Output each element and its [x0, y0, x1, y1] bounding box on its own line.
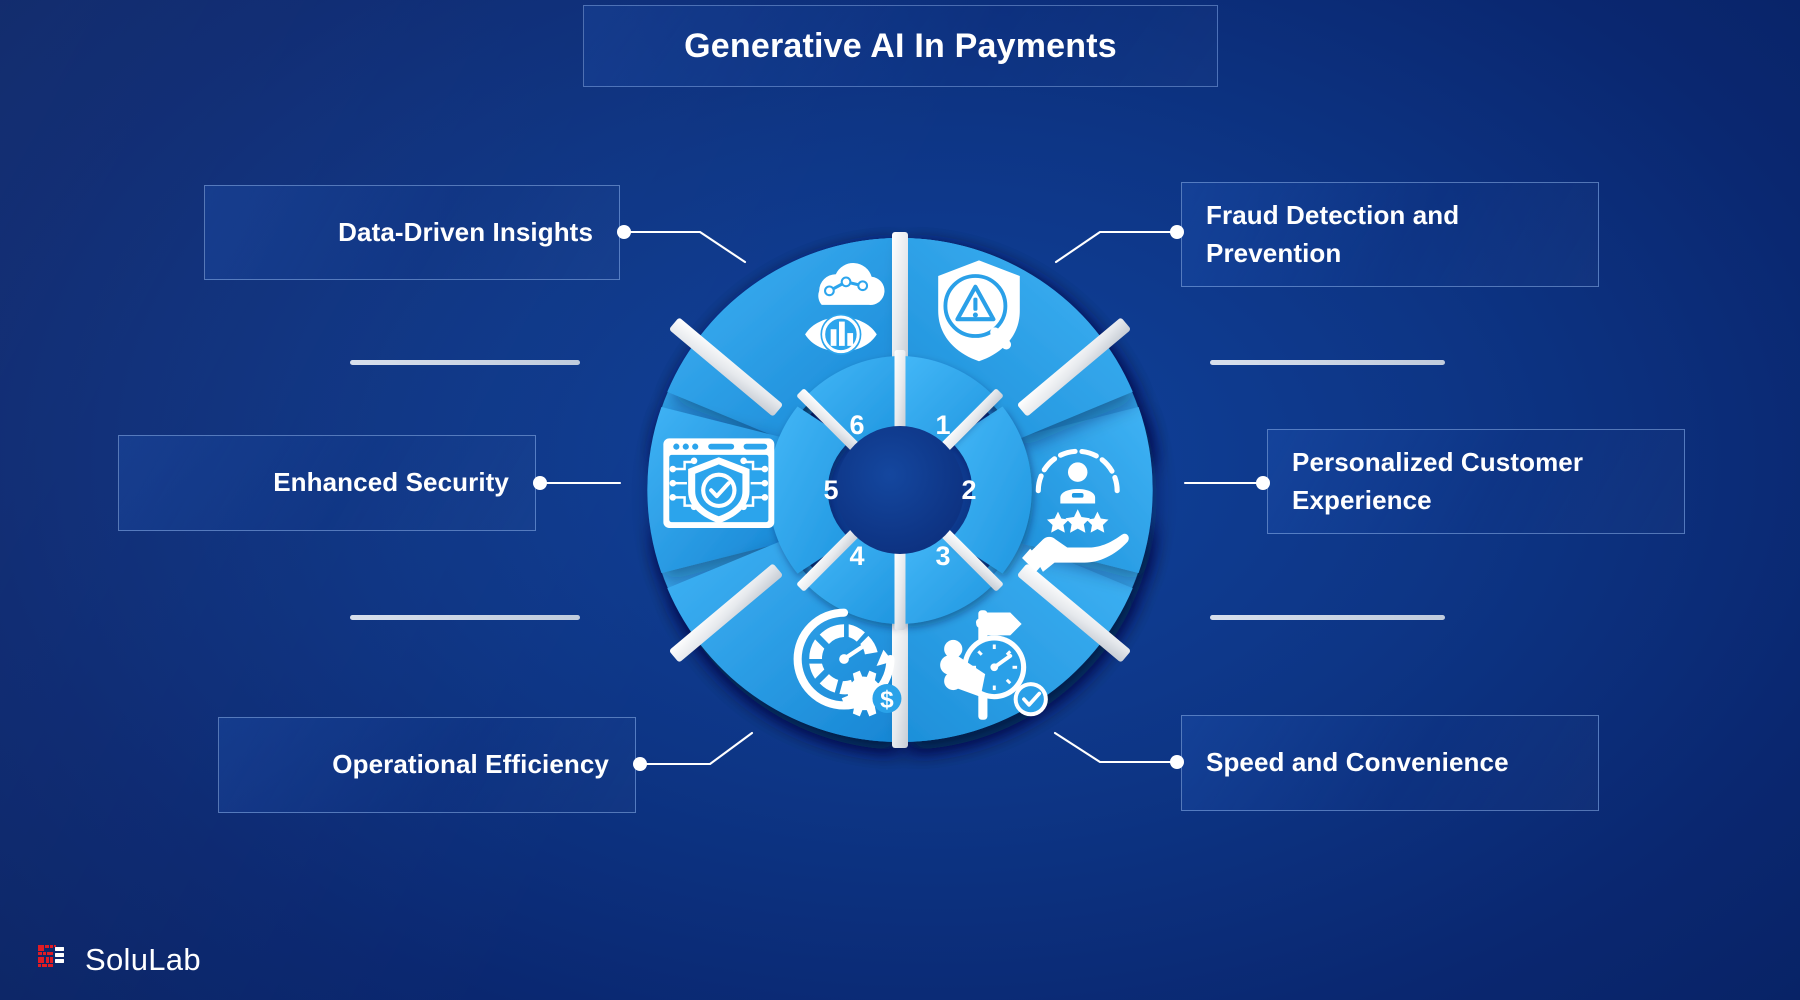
divider-right-upper	[1210, 360, 1445, 365]
ring-number-6: 6	[849, 410, 864, 440]
solulab-logo-mark	[38, 945, 64, 967]
divider-left-lower	[350, 615, 580, 620]
wheel-core	[836, 426, 964, 554]
label-box-personalized-customer[interactable]: Personalized Customer Experience	[1267, 429, 1685, 534]
inner-gap-upper-left	[797, 389, 861, 453]
ring-number-1: 1	[935, 410, 950, 440]
label-box-data-driven-insights[interactable]: Data-Driven Insights	[204, 185, 620, 280]
inner-segment-3[interactable]	[903, 533, 996, 624]
browser-shield-check-icon	[663, 438, 775, 529]
gap-top	[892, 232, 908, 368]
page-title-box: Generative AI In Payments	[583, 5, 1218, 87]
gap-lower-left	[669, 564, 783, 662]
gauge-gear-dollar-icon: $	[793, 608, 902, 717]
inner-gap-upper-right	[939, 389, 1003, 453]
ring-number-3: 3	[935, 541, 950, 571]
inner-segment-6[interactable]	[804, 356, 897, 447]
label-enhanced-security: Enhanced Security	[273, 467, 509, 498]
svg-text:$: $	[880, 687, 894, 714]
gap-upper-right	[1017, 318, 1131, 416]
cloud-analytics-eye-icon	[805, 263, 885, 355]
gap-upper-left	[669, 318, 783, 416]
inner-gap-lower-right	[939, 527, 1003, 591]
inner-gap-lower-left	[797, 527, 861, 591]
label-fraud-detection: Fraud Detection and Prevention	[1206, 199, 1460, 268]
label-box-operational-efficiency[interactable]: Operational Efficiency	[218, 717, 636, 813]
label-operational-efficiency: Operational Efficiency	[332, 749, 609, 780]
page-title: Generative AI In Payments	[684, 26, 1117, 65]
inner-segment-5[interactable]	[768, 406, 851, 574]
ring-number-2: 2	[961, 475, 976, 505]
brand-logo[interactable]: SoluLab	[38, 942, 201, 978]
label-speed-convenience: Speed and Convenience	[1206, 747, 1509, 778]
label-data-driven-insights: Data-Driven Insights	[338, 216, 593, 247]
ring-number-5: 5	[823, 475, 838, 505]
inner-ring	[768, 356, 1032, 624]
inner-gap-bottom	[894, 548, 906, 630]
brand-name: SoluLab	[85, 942, 201, 977]
divider-right-lower	[1210, 615, 1445, 620]
outer-final-3[interactable]	[900, 539, 1133, 742]
inner-gap-top	[894, 350, 906, 432]
outer-gaps	[669, 232, 1131, 748]
inner-segment-1[interactable]	[903, 356, 996, 447]
gap-bottom	[892, 612, 908, 748]
label-box-fraud-detection[interactable]: Fraud Detection and Prevention	[1181, 182, 1599, 287]
gap-lower-right	[1017, 564, 1131, 662]
label-box-enhanced-security[interactable]: Enhanced Security	[118, 435, 536, 531]
hand-stopwatch-check-icon	[940, 610, 1048, 720]
segmented-donut-wheel: 1 2 3 4 5 6	[647, 232, 1153, 748]
shield-warning-magnifier-icon	[938, 260, 1020, 362]
inner-segment-2[interactable]	[949, 406, 1032, 574]
inner-segment-4[interactable]	[804, 533, 897, 624]
ring-number-4: 4	[849, 541, 864, 571]
inner-gaps	[797, 350, 1003, 630]
divider-left-upper	[350, 360, 580, 365]
hand-customer-stars-icon	[1022, 448, 1129, 572]
label-box-speed-convenience[interactable]: Speed and Convenience	[1181, 715, 1599, 811]
label-personalized-customer: Personalized Customer Experience	[1292, 446, 1584, 515]
